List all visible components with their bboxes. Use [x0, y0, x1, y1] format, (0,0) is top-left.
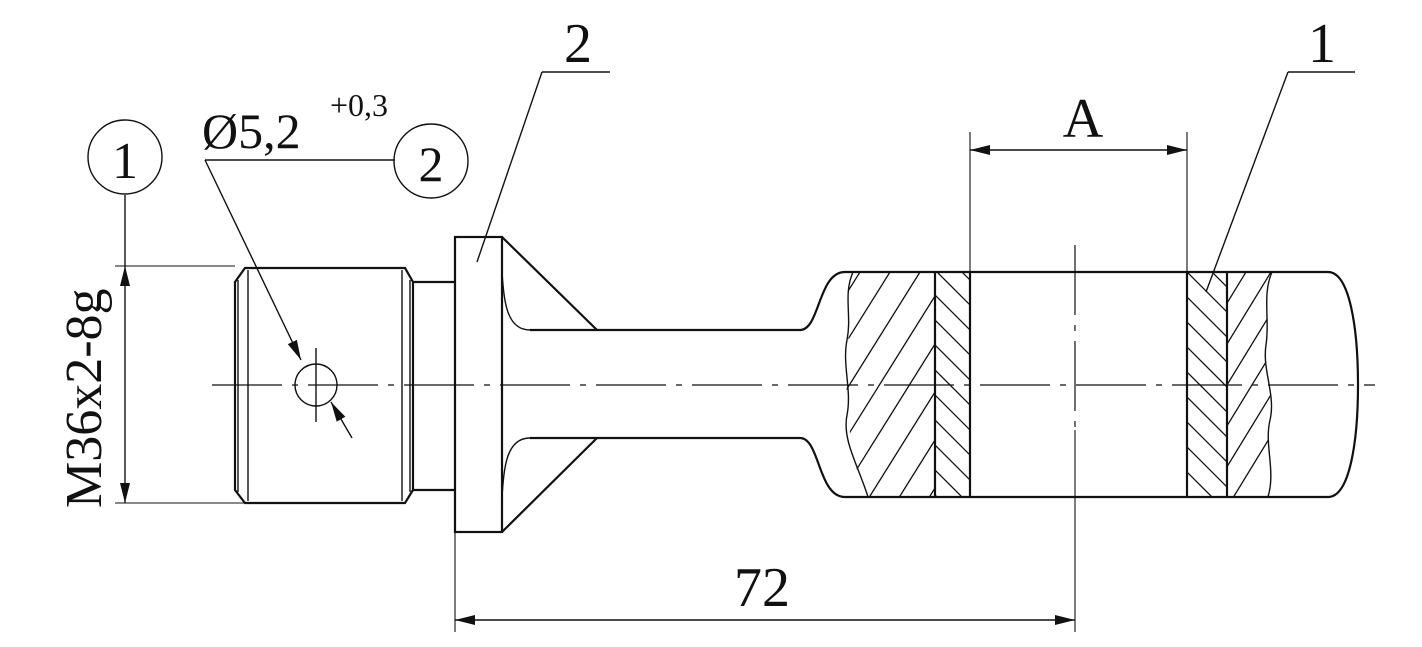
- section-hatching: [845, 272, 1272, 497]
- hole-diameter-label: Ø5,2: [202, 103, 301, 159]
- callout-circle-2-label: 2: [419, 136, 444, 192]
- hole-diameter-value: Ø5,2: [202, 103, 301, 159]
- callout-circle-1-label: 1: [112, 133, 138, 190]
- thread-dimension: [115, 195, 245, 504]
- threaded-stub: [233, 266, 455, 505]
- thread-label: M36x2-8g: [56, 288, 113, 508]
- dimension-a: [969, 132, 1188, 272]
- dimension-72-label: 72: [734, 557, 790, 619]
- center-lines: [212, 245, 1375, 430]
- leader-2: [476, 71, 610, 263]
- callout-circle-2: [393, 123, 469, 199]
- leader-1: [1205, 71, 1355, 293]
- callout-circle-1: [87, 119, 163, 195]
- leader-1-label: 1: [1308, 13, 1336, 75]
- hole-tolerance-label: +0,3: [330, 87, 388, 123]
- leader-2-label: 2: [564, 13, 592, 75]
- shaft: [530, 270, 846, 499]
- hole-leader: [204, 159, 395, 439]
- dimension-72: [454, 430, 1076, 632]
- dimension-a-label: A: [1063, 88, 1104, 150]
